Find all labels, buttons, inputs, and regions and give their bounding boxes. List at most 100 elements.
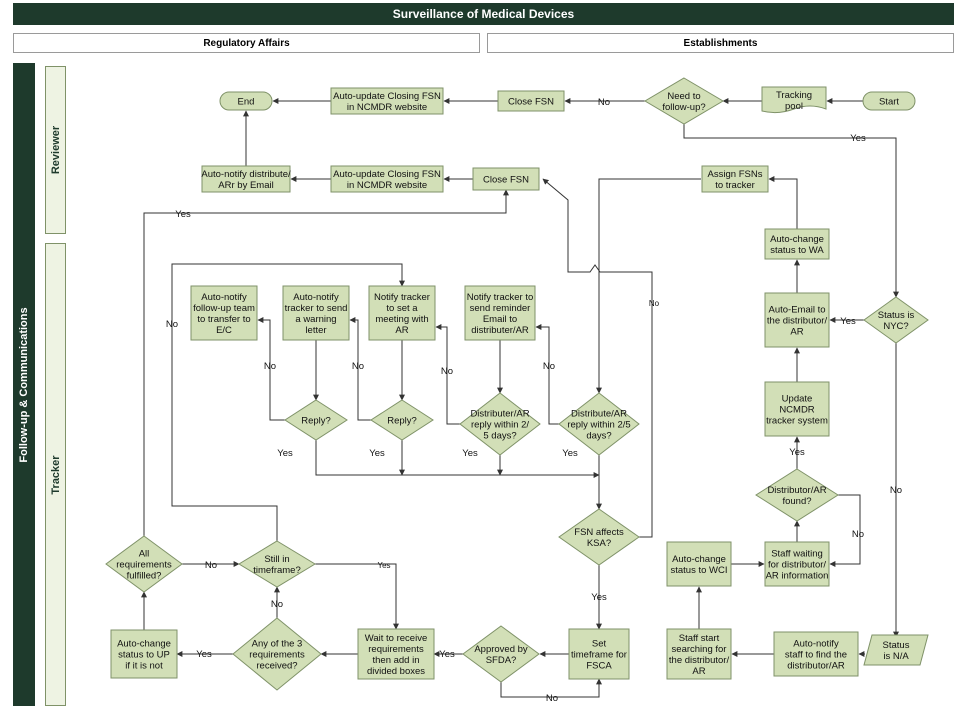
lane-outer-follow-up: Follow-up & Communications: [13, 63, 35, 706]
edge-wa-to-assign: [768, 176, 798, 229]
label-still-no: No: [166, 319, 178, 330]
node-auto-notify-distributor: Auto-notify distribute/ARr by Email: [201, 165, 291, 193]
lane-reviewer: Reviewer: [45, 66, 66, 234]
node-label: Start: [879, 97, 899, 108]
label-all-yes: Yes: [175, 209, 191, 220]
label-need-no: No: [598, 97, 610, 108]
column-header-regulatory-affairs: Regulatory Affairs: [13, 33, 480, 53]
label-ksa-yes: Yes: [591, 592, 607, 603]
label-reply2-yes: Yes: [369, 448, 385, 459]
label-distributer-no: No: [441, 366, 453, 377]
label-reply1-no: No: [264, 361, 276, 372]
node-label: Auto-notify distribute/ARr by Email: [201, 169, 291, 191]
edge-reply2-no: [349, 317, 371, 421]
node-reply1: Reply?: [284, 399, 348, 441]
label-ksa-no: No: [649, 299, 660, 308]
label-reply1-yes: Yes: [277, 448, 293, 459]
edge-all-yes-up: [143, 189, 509, 536]
label-distributer-yes: Yes: [462, 448, 478, 459]
edge-approved-no: [500, 678, 602, 698]
node-end: End: [219, 91, 273, 111]
node-label: End: [238, 97, 255, 108]
edge-still-yes: [315, 563, 399, 630]
node-close-fsn-top: Close FSN: [497, 90, 565, 112]
label-all-no: No: [205, 560, 217, 571]
lane-tracker: Tracker: [45, 243, 66, 706]
label-distreply-yes: Yes: [562, 448, 578, 459]
label-need-yes: Yes: [850, 133, 866, 144]
node-label: Reply?: [301, 416, 331, 427]
label-any-no: No: [271, 599, 283, 610]
label-approved-no: No: [546, 693, 558, 704]
node-label: Close FSN: [483, 175, 529, 186]
edge-found-no: [829, 494, 861, 567]
label-any-yes: Yes: [196, 649, 212, 660]
edge-distributer-no: [435, 324, 460, 425]
node-reply2: Reply?: [370, 399, 434, 441]
column-header-establishments: Establishments: [487, 33, 954, 53]
edge-ksa-no: [542, 178, 653, 538]
label-reply2-no: No: [352, 361, 364, 372]
edge-distreply-no: [535, 324, 559, 425]
label-nyc-no: No: [890, 485, 902, 496]
label-found-yes: Yes: [789, 447, 805, 458]
label-distreply-no: No: [543, 361, 555, 372]
diagram-title: Surveillance of Medical Devices: [13, 3, 954, 25]
edge-reply1-no: [257, 317, 285, 421]
label-approved-yes: Yes: [439, 649, 455, 660]
edge-assign-to-distreply: [596, 178, 701, 394]
